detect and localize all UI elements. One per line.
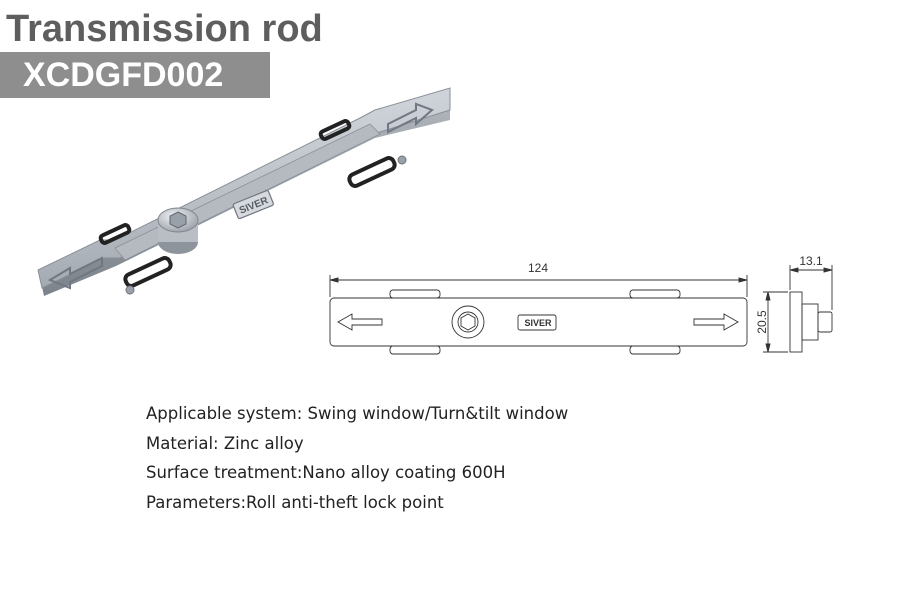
spec-parameters: Parameters:Roll anti-theft lock point bbox=[146, 492, 444, 512]
page-title: Transmission rod bbox=[6, 8, 323, 50]
spec-applicable-system: Applicable system: Swing window/Turn&til… bbox=[146, 404, 569, 423]
drawing-brand-mark: SIVER bbox=[524, 318, 552, 328]
spec-list: Applicable system: Swing window/Turn&til… bbox=[146, 402, 568, 520]
length-dimension-label: 124 bbox=[528, 261, 548, 275]
model-code: XCDGFD002 bbox=[23, 56, 224, 94]
product-photo: SIVER bbox=[37, 87, 451, 296]
height-dimension-label: 20.5 bbox=[755, 310, 769, 334]
technical-drawing: SIVER 124 13.1 20.5 bbox=[329, 254, 833, 355]
spec-material: Material: Zinc alloy bbox=[146, 433, 304, 453]
model-code-band bbox=[0, 52, 270, 98]
depth-dimension-label: 13.1 bbox=[799, 254, 823, 268]
spec-surface-treatment: Surface treatment:Nano alloy coating 600… bbox=[146, 463, 506, 482]
